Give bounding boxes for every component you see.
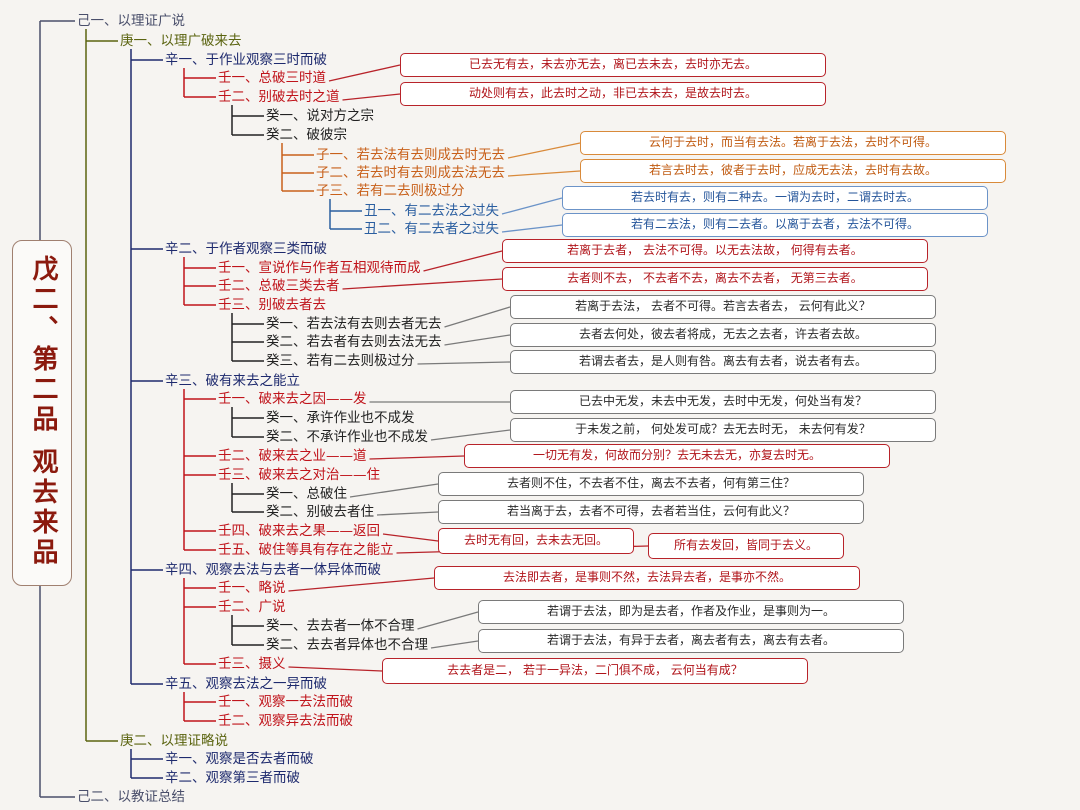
verse-box-12: 已去中无发，未去中无发，去时中无发，何处当有发？: [510, 390, 936, 414]
verse-box-17: 去时无有回，去未去无回。: [438, 528, 634, 554]
verse-box-15: 去者则不住，不去者不住，离去不去者，何有第三住？: [438, 472, 864, 496]
outline-node-k2: 癸二、破彼宗: [266, 127, 347, 143]
outline-node-r8: 壬三、破来去之对治——住: [218, 467, 380, 483]
outline-node-r14: 壬一、观察一去法而破: [218, 694, 353, 710]
outline-node-r5: 壬三、别破去者去: [218, 297, 326, 313]
verse-connector: [369, 455, 465, 460]
verse-box-8: 去者则不去， 不去者不去，离去不去者， 无第三去者。: [502, 267, 928, 291]
outline-node-g1: 庚一、以理广破来去: [120, 33, 242, 49]
outline-node-x6: 辛一、观察是否去者而破: [165, 751, 314, 767]
outline-node-k3: 癸一、若去法有去则去者无去: [266, 316, 442, 332]
outline-node-r10: 壬五、破住等具有存在之能立: [218, 542, 394, 558]
outline-node-k10: 癸一、去去者一体不合理: [266, 618, 415, 634]
outline-node-r6: 壬一、破来去之因——发: [218, 391, 367, 407]
verse-connector: [507, 142, 581, 159]
outline-node-ji2: 己二、以教证总结: [77, 789, 185, 805]
verse-box-21: 若谓于去法，有异于去者，离去者有去，离去有去者。: [478, 629, 904, 653]
outline-node-k5: 癸三、若有二去则极过分: [266, 353, 415, 369]
verse-connector: [376, 511, 439, 516]
verse-connector: [444, 334, 511, 346]
outline-node-k7: 癸二、不承许作业也不成发: [266, 429, 428, 445]
outline-node-z1: 子一、若去法有去则成去时无去: [316, 147, 505, 163]
verse-connector: [349, 483, 439, 498]
outline-node-k4: 癸二、若去者有去则去法无去: [266, 334, 442, 350]
verse-box-20: 若谓于去法，即为是去者，作者及作业，是事则为一。: [478, 600, 904, 624]
verse-box-18: 所有去发回，皆同于去义。: [648, 533, 844, 559]
outline-node-k6: 癸一、承许作业也不成发: [266, 410, 415, 426]
verse-connector: [288, 666, 383, 672]
outline-node-r3: 壬一、宣说作与作者互相观待而成: [218, 260, 421, 276]
outline-node-k9: 癸二、别破去者住: [266, 504, 374, 520]
outline-node-x3: 辛三、破有来去之能立: [165, 373, 300, 389]
outline-node-k8: 癸一、总破住: [266, 486, 347, 502]
verse-connector: [501, 197, 563, 215]
verse-connector: [444, 306, 511, 328]
verse-connector: [430, 429, 511, 441]
outline-node-z2: 子二、若去时有去则成去法无去: [316, 165, 505, 181]
outline-node-c2: 丑二、有二去者之过失: [364, 221, 499, 237]
verse-box-3: 云何于去时，而当有去法。若离于去法，去时不可得。: [580, 131, 1006, 155]
outline-node-r7: 壬二、破来去之业——道: [218, 448, 367, 464]
verse-connector: [430, 640, 479, 649]
verse-box-22: 去去者是二， 若于一异法，二门俱不成， 云何当有成？: [382, 658, 808, 684]
root-title: 戊二、第二品 观去来品: [28, 255, 58, 569]
outline-node-r2: 壬二、别破去时之道: [218, 89, 340, 105]
verse-connector: [507, 170, 581, 177]
verse-connector: [328, 64, 401, 82]
outline-node-r11: 壬一、略说: [218, 580, 286, 596]
outline-node-x2: 辛二、于作者观察三类而破: [165, 241, 327, 257]
outline-node-x4: 辛四、观察去法与去者一体异体而破: [165, 562, 381, 578]
outline-node-r15: 壬二、观察异去法而破: [218, 713, 353, 729]
outline-node-c1: 丑一、有二去法之过失: [364, 203, 499, 219]
outline-node-ji1: 己一、以理证广说: [77, 13, 185, 29]
outline-node-r9: 壬四、破来去之果——返回: [218, 523, 380, 539]
verse-box-9: 若离于去法， 去者不可得。若言去者去， 云何有此义？: [510, 295, 936, 319]
verse-connector: [342, 278, 503, 290]
verse-connector: [417, 611, 479, 630]
outline-node-k1: 癸一、说对方之宗: [266, 108, 374, 124]
verse-box-16: 若当离于去，去者不可得，去者若当住，云何有此义？: [438, 500, 864, 524]
outline-node-r1: 壬一、总破三时道: [218, 70, 326, 86]
outline-node-x1: 辛一、于作业观察三时而破: [165, 52, 327, 68]
verse-box-11: 若谓去者去，是人则有咎。离去有去者，说去者有去。: [510, 350, 936, 374]
verse-box-1: 已去无有去，未去亦无去，离已去未去，去时亦无去。: [400, 53, 826, 77]
outline-node-r4: 壬二、总破三类去者: [218, 278, 340, 294]
verse-box-7: 若离于去者， 去法不可得。以无去法故， 何得有去者。: [502, 239, 928, 263]
verse-box-10: 去者去何处，彼去者将成，无去之去者，许去者去故。: [510, 323, 936, 347]
outline-node-g2: 庚二、以理证略说: [120, 733, 228, 749]
outline-node-r13: 壬三、摄义: [218, 656, 286, 672]
verse-box-4: 若言去时去，彼者于去时，应成无去法，去时有去故。: [580, 159, 1006, 183]
outline-node-x5: 辛五、观察去法之一异而破: [165, 676, 327, 692]
verse-connector: [288, 577, 435, 592]
verse-connector: [423, 250, 503, 272]
verse-box-2: 动处则有去，此去时之动，非已去未去，是故去时去。: [400, 82, 826, 106]
verse-box-5: 若去时有去，则有二种去。一谓为去时，二谓去时去。: [562, 186, 988, 210]
verse-box-13: 于未发之前， 何处发可成？去无去时无， 未去何有发？: [510, 418, 936, 442]
verse-box-19: 去法即去者，是事则不然，去法异去者，是事亦不然。: [434, 566, 860, 590]
outline-node-k11: 癸二、去去者异体也不合理: [266, 637, 428, 653]
verse-connector: [342, 93, 401, 101]
verse-box-6: 若有二去法，则有二去者。以离于去者，去法不可得。: [562, 213, 988, 237]
outline-node-z3: 子三、若有二去则极过分: [316, 183, 465, 199]
outline-node-x7: 辛二、观察第三者而破: [165, 770, 300, 786]
verse-connector: [382, 533, 439, 542]
root-node: 戊二、第二品 观去来品: [12, 240, 72, 586]
verse-connector: [417, 361, 511, 365]
verse-connector: [501, 224, 563, 233]
verse-box-14: 一切无有发，何故而分别？去无未去无，亦复去时无。: [464, 444, 890, 468]
outline-node-r12: 壬二、广说: [218, 599, 286, 615]
